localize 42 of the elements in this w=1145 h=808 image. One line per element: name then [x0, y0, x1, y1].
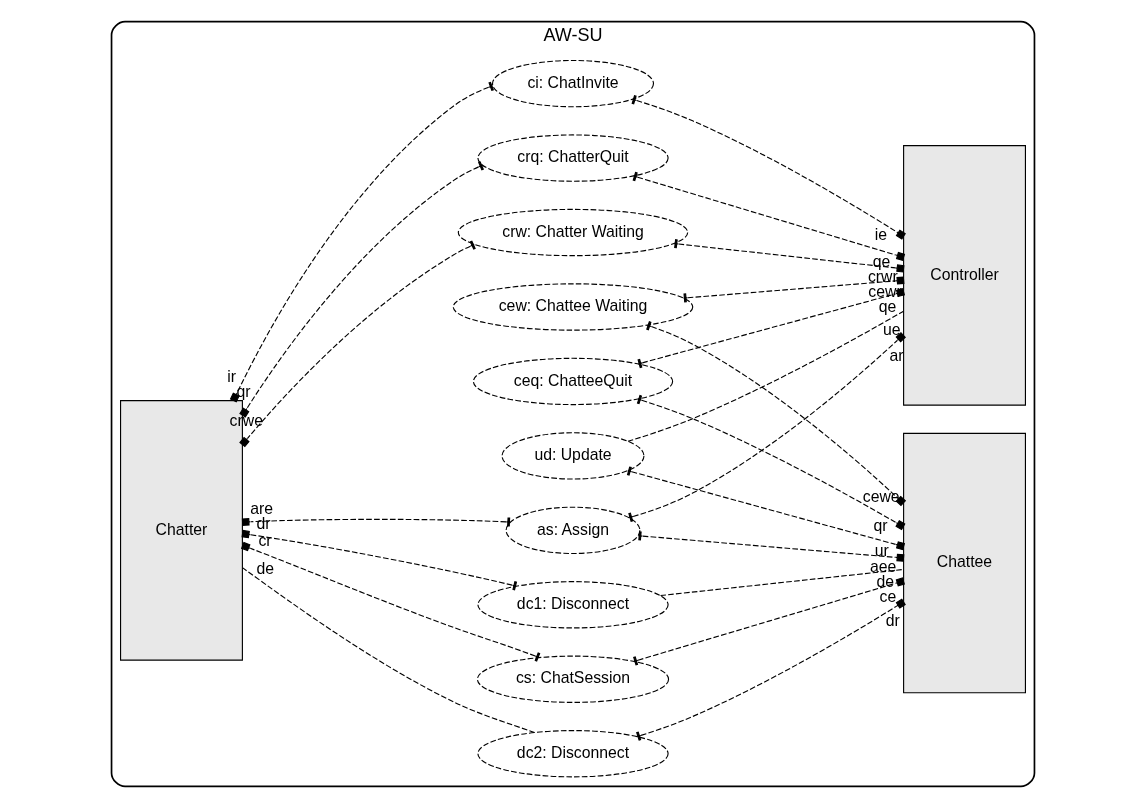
edge-label: qr	[236, 382, 251, 400]
edge-label: dr	[885, 612, 900, 629]
edge-label: ur	[874, 542, 889, 560]
edge-label: ir	[226, 368, 236, 386]
edge-label: ue	[882, 321, 901, 339]
connector	[636, 287, 905, 369]
edge-label: are	[249, 500, 273, 518]
edge-label: de	[876, 572, 894, 590]
connector	[645, 321, 906, 507]
connector	[241, 517, 511, 527]
connector	[238, 161, 484, 418]
connector	[626, 466, 905, 551]
node-ellipse: crw: Chatter Waiting	[457, 208, 688, 257]
edge-label: de	[255, 560, 274, 578]
edge-label: ie	[874, 225, 887, 243]
connector	[682, 276, 904, 303]
connector	[229, 81, 494, 403]
edge-label: cewe	[862, 488, 900, 506]
edge-label: qr	[873, 516, 888, 534]
edge-label: qe	[878, 297, 896, 315]
edge-label: qe	[872, 252, 890, 270]
connector	[240, 541, 540, 662]
edge-label: aee	[869, 557, 896, 575]
connector	[627, 331, 906, 522]
node-box: Controller	[902, 145, 1026, 406]
edge-label: ce	[879, 587, 896, 605]
edge-label: cr	[257, 531, 272, 549]
connector	[636, 394, 905, 531]
edge-label: ar	[888, 346, 903, 364]
connector	[673, 239, 904, 273]
connector	[241, 567, 535, 734]
node-box: Chattee	[902, 432, 1026, 694]
connector	[238, 240, 476, 448]
edge-label: dr	[255, 515, 271, 533]
connector	[635, 598, 906, 741]
connector	[631, 95, 906, 240]
connector	[632, 171, 905, 262]
connector	[241, 529, 517, 591]
connector	[659, 568, 904, 597]
connector	[632, 577, 905, 666]
connector	[626, 310, 904, 442]
node-ellipse: ud: Update	[501, 432, 644, 480]
